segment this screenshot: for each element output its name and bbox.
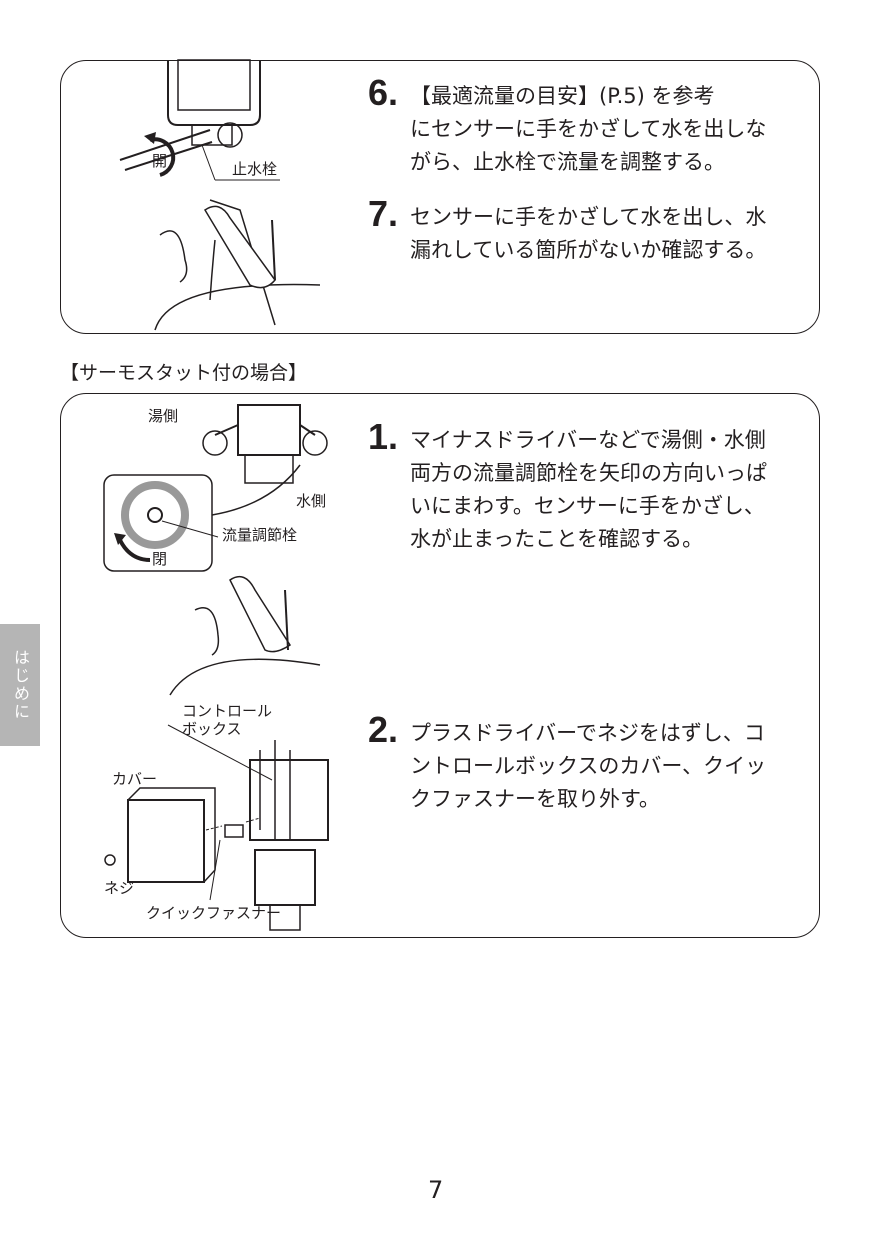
instruction-box-1 — [60, 60, 820, 334]
label-screw: ネジ — [104, 879, 135, 897]
step-text-line: センサーに手をかざして水を出し、水 — [410, 205, 767, 229]
step-number: 7. — [368, 193, 399, 234]
step-text-line: クファスナーを取り外す。 — [410, 787, 660, 811]
control-box-illustration — [104, 724, 329, 931]
step-text-line: プラスドライバーでネジをはずし、コ — [410, 721, 765, 745]
side-tab-introduction[interactable]: はじめに — [0, 624, 40, 746]
instruction-box-2 — [60, 393, 820, 938]
step-text-line: 【最適流量の目安】(P.5) を参考 — [410, 84, 715, 108]
label-control-box-1: コントロール — [182, 702, 273, 720]
label-stop-valve: 止水栓 — [232, 160, 278, 178]
step-text-line: 漏れしている箇所がないか確認する。 — [410, 238, 767, 262]
step-number: 6. — [368, 72, 399, 113]
step-text-line: マイナスドライバーなどで湯側・水側 — [410, 428, 766, 452]
label-control-box-2: ボックス — [182, 720, 242, 738]
label-open: 開 — [152, 152, 168, 170]
page-number: 7 — [428, 1176, 444, 1204]
step-number: 1. — [368, 416, 399, 457]
step-text-line: がら、止水栓で流量を調整する。 — [410, 150, 725, 174]
step-number: 2. — [368, 709, 399, 750]
label-hot-side: 湯側 — [148, 407, 179, 425]
label-cold-side: 水側 — [296, 492, 327, 510]
step-text-line: 水が止まったことを確認する。 — [410, 527, 704, 551]
label-cover: カバー — [112, 770, 158, 788]
section-heading: 【サーモスタット付の場合】 — [60, 362, 308, 384]
step-text-line: にセンサーに手をかざして水を出しな — [410, 117, 767, 141]
step-text-line: いにまわす。センサーに手をかざし、 — [410, 494, 765, 518]
thermostat-valve-illustration — [103, 404, 328, 696]
faucet-stop-valve-illustration — [119, 59, 321, 331]
label-flow-valve: 流量調節栓 — [222, 526, 298, 544]
step-text-line: 両方の流量調節栓を矢印の方向いっぱ — [410, 461, 767, 485]
step-text-line: ントロールボックスのカバー、クイッ — [410, 754, 767, 778]
label-close: 閉 — [152, 550, 168, 568]
label-quick-fastener: クイックファスナー — [146, 904, 282, 922]
